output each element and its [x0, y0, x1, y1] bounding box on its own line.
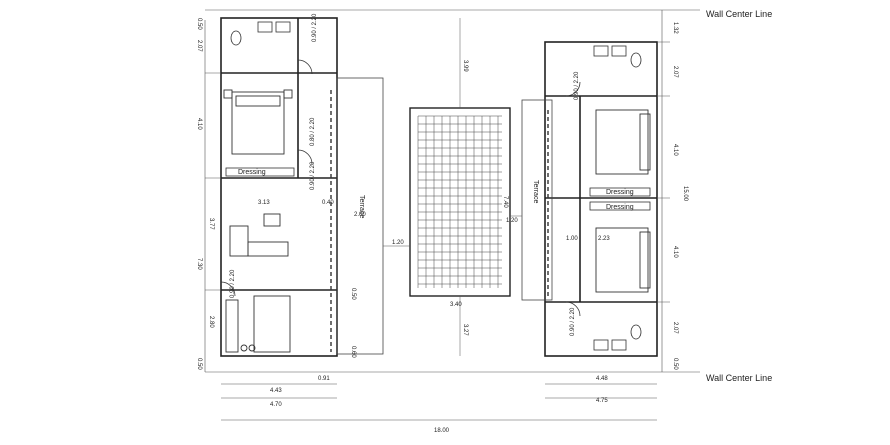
wall-center-line-bottom-label: Wall Center Line [706, 373, 772, 383]
dim-right-132: 1.32 [672, 22, 678, 34]
door-arc-kitchen-left [220, 281, 236, 297]
dim-bot-475: 4.75 [596, 398, 608, 404]
dim-door-dress-left: 0.90 / 2.20 [310, 161, 316, 190]
dim-bot-443: 4.43 [270, 388, 282, 394]
dim-right-410a: 4.10 [672, 144, 678, 156]
right-top-toilet [630, 52, 642, 68]
right-top-sink-1 [593, 45, 609, 57]
right-terrace-label: Terrace [532, 180, 539, 203]
dim-total-width: 18.00 [434, 428, 450, 434]
left-bath-sink-2 [275, 21, 291, 33]
left-bath-sink-1 [257, 21, 273, 33]
dim-width-313: 3.13 [258, 200, 270, 206]
dim-door-top-left: 0.90 / 2.20 [312, 13, 318, 42]
right-villa-outline [544, 41, 658, 357]
right-terrace [521, 99, 553, 301]
dim-bot-448: 4.48 [596, 376, 608, 382]
dim-right-207b: 2.07 [672, 322, 678, 334]
right-villa-walls [544, 41, 658, 357]
right-bottom-toilet [630, 324, 642, 340]
dim-right-050: 0.50 [672, 358, 678, 370]
left-doors [220, 59, 313, 297]
dim-left-a: 2.07 [196, 40, 202, 52]
right-dressing-label-bottom: Dressing [606, 204, 634, 211]
dim-right-100: 1.00 [566, 236, 578, 242]
dim-pool-mid: 7.40 [502, 196, 508, 208]
dim-bot-470: 4.70 [270, 402, 282, 408]
dim-bot-091: 0.91 [318, 376, 330, 382]
dim-door-right-bot: 0.90 / 2.20 [570, 307, 576, 336]
pool-tile-grid [417, 115, 502, 288]
dim-left-d: 2.80 [208, 316, 214, 328]
right-bed-top [595, 109, 651, 175]
dim-pool-bot: 3.27 [462, 324, 468, 336]
right-dressing-label-top: Dressing [606, 189, 634, 196]
left-dressing-label: Dressing [238, 169, 266, 176]
dimension-lines [205, 18, 670, 421]
dim-bottom-left-small: 0.50 [196, 358, 202, 370]
dim-door-mid-left: 0.90 / 2.20 [230, 269, 236, 298]
left-sofa [229, 213, 289, 257]
dim-left-c: 3.77 [208, 218, 214, 230]
dim-door-right-top: 0.90 / 2.20 [574, 71, 580, 100]
right-bottom-sink-2 [611, 339, 627, 351]
dim-left-total: 7.30 [196, 258, 202, 270]
left-dressing-band [225, 167, 295, 177]
left-kitchen [225, 295, 291, 353]
right-doors [565, 81, 581, 317]
left-terrace-label: Terrace [358, 195, 365, 218]
dim-right-410b: 4.10 [672, 246, 678, 258]
dim-right-223: 2.23 [598, 236, 610, 242]
right-dressing-band-bottom [589, 201, 651, 211]
right-bed-bottom [595, 227, 651, 293]
door-arc-right-bottom [565, 301, 581, 317]
dim-gap-120-left: 1.20 [392, 240, 404, 246]
dim-win-050: 0.50 [350, 288, 356, 300]
wall-center-line-top-label: Wall Center Line [706, 9, 772, 19]
left-toilet [230, 30, 242, 46]
dim-door-bed-left: 0.80 / 2.20 [310, 117, 316, 146]
right-dressing-band-top [589, 187, 651, 197]
door-arc-bed-left [297, 149, 313, 165]
dim-terrace-040: 0.40 [322, 200, 334, 206]
dim-win-060: 0.60 [350, 346, 356, 358]
dim-gap-120-right: 1.20 [506, 218, 518, 224]
wall-center-lines [204, 9, 700, 373]
left-terrace [336, 77, 384, 355]
dim-pool-top: 3.99 [462, 60, 468, 72]
door-arc-right-top [565, 81, 581, 97]
dim-top-left: 0.50 [196, 18, 202, 30]
door-arc-top-left [297, 59, 313, 75]
dim-right-207a: 2.07 [672, 66, 678, 78]
dim-pool-width: 3.40 [450, 302, 462, 308]
dim-terrace-200: 2.00 [354, 212, 366, 218]
right-top-sink-2 [611, 45, 627, 57]
left-bed [223, 89, 293, 155]
dim-left-b: 4.10 [196, 118, 202, 130]
dim-right-total: 15.00 [682, 186, 688, 202]
right-bottom-sink-1 [593, 339, 609, 351]
